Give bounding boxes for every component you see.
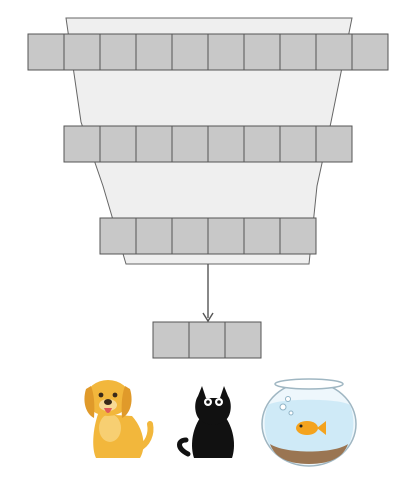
layer-cell-top: [315, 33, 353, 71]
output-arrow: [202, 264, 214, 323]
layer-cell-bottom: [243, 217, 281, 255]
layer-cell-top: [99, 33, 137, 71]
layer-row-middle: [63, 125, 353, 163]
output-row: [152, 321, 262, 359]
layer-cell-middle: [99, 125, 137, 163]
layer-cell-middle: [315, 125, 353, 163]
layer-cell-middle: [279, 125, 317, 163]
layer-cell-bottom: [207, 217, 245, 255]
layer-cell-top: [243, 33, 281, 71]
layer-cell-bottom: [99, 217, 137, 255]
dog-icon: [84, 380, 154, 458]
cat-icon: [177, 386, 234, 458]
layer-cell-bottom: [171, 217, 209, 255]
layer-row-bottom: [99, 217, 317, 255]
layer-cell-top: [27, 33, 65, 71]
fishbowl-icon: [261, 378, 357, 467]
layer-cell-top: [63, 33, 101, 71]
layer-cell-bottom: [279, 217, 317, 255]
fish-icon: [296, 421, 326, 435]
layer-cell-middle: [171, 125, 209, 163]
layer-cell-top: [135, 33, 173, 71]
layer-cell-middle: [135, 125, 173, 163]
layer-cell-top: [207, 33, 245, 71]
layer-cell-middle: [243, 125, 281, 163]
layer-cell-top: [351, 33, 389, 71]
output-cell: [152, 321, 190, 359]
output-cell: [188, 321, 226, 359]
layer-cell-top: [279, 33, 317, 71]
layer-cell-middle: [63, 125, 101, 163]
arrow-head: [202, 312, 214, 323]
layer-cell-middle: [207, 125, 245, 163]
layer-cell-bottom: [135, 217, 173, 255]
layer-cell-top: [171, 33, 209, 71]
output-cell: [224, 321, 262, 359]
layer-row-top: [27, 33, 389, 71]
